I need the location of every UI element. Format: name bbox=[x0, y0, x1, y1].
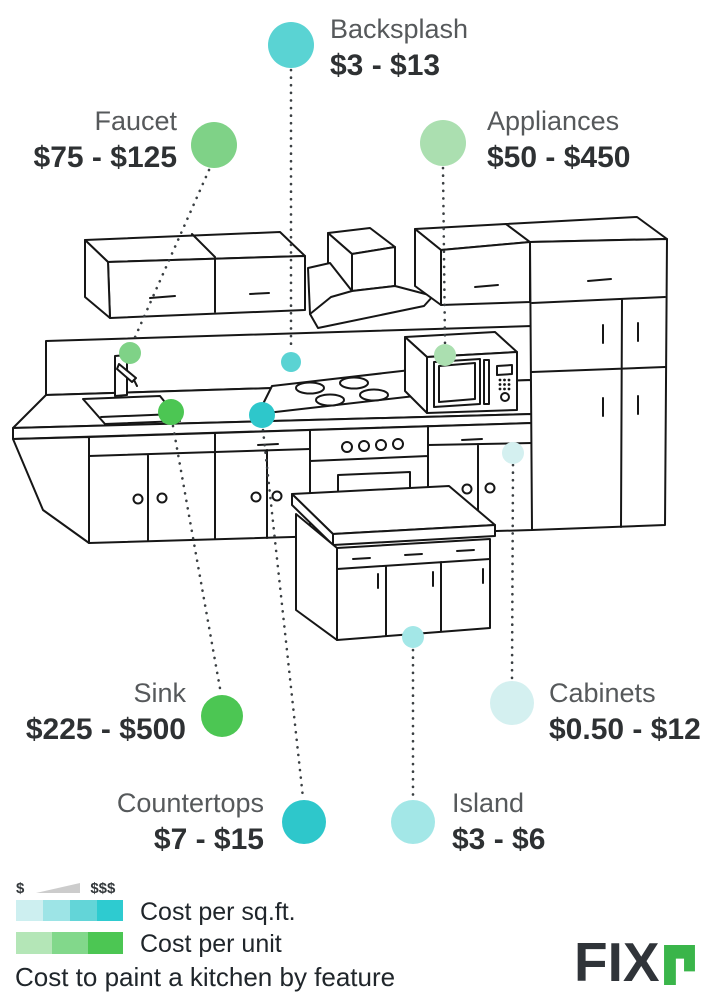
fixr-logo-text: FIX bbox=[574, 931, 660, 993]
faucet-dot bbox=[191, 122, 237, 168]
oven bbox=[309, 425, 429, 538]
scale-max-label: $$$ bbox=[90, 879, 116, 897]
island-dot bbox=[391, 800, 435, 844]
backsplash-marker-dot bbox=[281, 352, 301, 372]
cabinets-dot bbox=[490, 681, 534, 725]
fixr-logo: FIX bbox=[574, 935, 695, 990]
appliances-price: $50 - $450 bbox=[487, 141, 631, 174]
leader-lines bbox=[130, 68, 515, 800]
callout-appliances: Appliances $50 - $450 bbox=[487, 104, 630, 178]
backsplash-dot bbox=[268, 22, 314, 68]
cost-ramp-icon bbox=[36, 883, 81, 893]
callout-faucet: Faucet $75 - $125 bbox=[34, 104, 177, 178]
faucet-marker-dot bbox=[119, 342, 141, 364]
callout-countertops: Countertops $7 - $15 bbox=[117, 786, 264, 860]
scale-min-label: $ bbox=[16, 879, 25, 897]
sink-label: Sink bbox=[133, 678, 186, 708]
cabinets-marker-dot bbox=[502, 442, 524, 464]
island bbox=[291, 485, 496, 641]
countertops-dot bbox=[282, 800, 326, 844]
faucet-label: Faucet bbox=[94, 106, 177, 136]
island-price: $3 - $6 bbox=[452, 823, 546, 856]
infographic-title: Cost to paint a kitchen by feature bbox=[15, 962, 396, 992]
unit-swatch-3 bbox=[88, 932, 123, 954]
unit-gradient-bar bbox=[16, 932, 123, 954]
countertops-leader bbox=[261, 428, 305, 800]
countertops-marker-dot bbox=[249, 402, 275, 428]
appliances-label: Appliances bbox=[487, 106, 620, 136]
backsplash-price: $3 - $13 bbox=[330, 49, 441, 82]
sink-marker-dot bbox=[158, 399, 184, 425]
unit-legend-label: Cost per unit bbox=[140, 930, 282, 958]
sink-dot bbox=[201, 695, 243, 737]
unit-swatch-1 bbox=[16, 932, 52, 954]
unit-swatch-2 bbox=[52, 932, 88, 954]
cabinets-label: Cabinets bbox=[549, 678, 656, 708]
microwave bbox=[404, 331, 518, 414]
island-label: Island bbox=[452, 788, 525, 818]
range-hood bbox=[307, 227, 434, 329]
sqft-swatch-1 bbox=[16, 900, 43, 921]
faucet-leader bbox=[130, 168, 211, 346]
cooktop bbox=[257, 367, 451, 415]
wall-cabinet-right bbox=[414, 223, 531, 306]
backsplash-label: Backsplash bbox=[330, 14, 469, 44]
callout-cabinets: Cabinets $0.50 - $12 bbox=[549, 676, 701, 750]
appliances-leader bbox=[441, 166, 447, 345]
marker-dots bbox=[119, 342, 524, 648]
countertops-label: Countertops bbox=[116, 788, 264, 818]
sink-price: $225 - $500 bbox=[25, 713, 186, 746]
island-marker-dot bbox=[402, 626, 424, 648]
sqft-gradient-bar bbox=[16, 900, 123, 921]
appliances-dot bbox=[420, 120, 466, 166]
appliances-marker-dot bbox=[434, 344, 456, 366]
wall-cabinets-left bbox=[84, 231, 306, 319]
fixr-logo-r-icon bbox=[663, 945, 695, 985]
sqft-swatch-3 bbox=[70, 900, 97, 921]
cabinets-price: $0.50 - $12 bbox=[549, 713, 701, 746]
cabinets-leader bbox=[510, 463, 515, 682]
sqft-legend-label: Cost per sq.ft. bbox=[140, 898, 296, 926]
cost-scale: $ $$$ bbox=[16, 879, 116, 897]
sqft-swatch-2 bbox=[43, 900, 70, 921]
sink-leader bbox=[171, 424, 223, 696]
faucet-price: $75 - $125 bbox=[33, 141, 177, 174]
callout-sink: Sink $225 - $500 bbox=[26, 676, 186, 750]
callout-backsplash: Backsplash $3 - $13 bbox=[330, 12, 468, 86]
countertops-price: $7 - $15 bbox=[153, 823, 264, 856]
callout-island: Island $3 - $6 bbox=[452, 786, 545, 860]
tall-cabinet-unit bbox=[505, 216, 668, 531]
sqft-swatch-4 bbox=[97, 900, 123, 921]
